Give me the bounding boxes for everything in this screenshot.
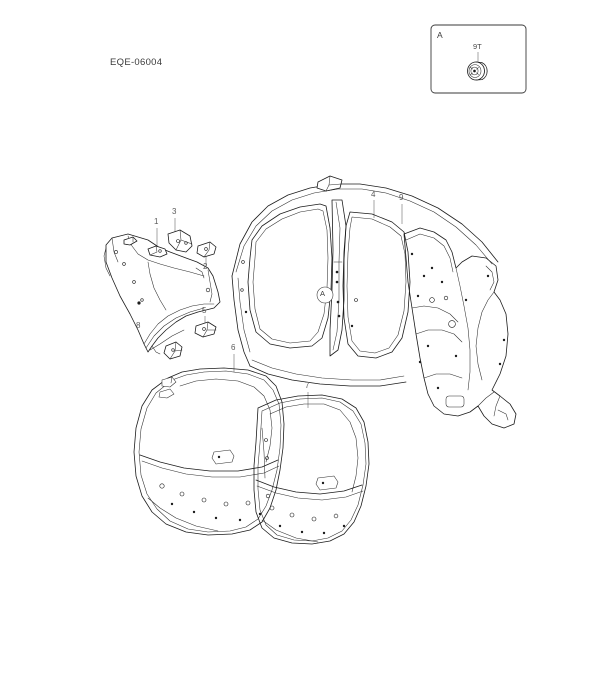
front-door-panel — [133, 367, 285, 536]
detail-box-a — [430, 24, 527, 94]
callout-label-2: 2 — [203, 262, 208, 271]
hinge-bracket-part-2 — [196, 241, 217, 258]
callout-label-4: 4 — [371, 190, 376, 199]
detail-box-letter: A — [437, 30, 443, 40]
callout-label-3: 3 — [172, 207, 177, 216]
callout-label-7: 7 — [305, 381, 310, 390]
drawing-code-label: EQE-06004 — [110, 57, 163, 68]
callout-label-5: 5 — [202, 306, 207, 315]
hinge-bracket-part-1 — [123, 236, 168, 258]
check-arm-bracket-part-5 — [194, 321, 217, 338]
rear-door-panel — [253, 394, 370, 545]
rear-quarter-panel — [403, 227, 517, 429]
callout-label-9: 9 — [399, 193, 404, 202]
grommet-plug-icon — [467, 61, 488, 81]
front-fender-panel — [103, 233, 221, 355]
detail-part-number-label: 9T — [473, 42, 482, 51]
body-reference-marker-letter: A — [320, 289, 326, 298]
callout-label-1: 1 — [154, 217, 159, 226]
callout-label-6: 6 — [231, 343, 236, 352]
body-side-outer-panel — [231, 175, 499, 387]
striker-bracket-part-3 — [167, 229, 193, 253]
callout-label-8: 8 — [136, 321, 141, 330]
door-hinge-bracket-upper — [163, 341, 183, 360]
